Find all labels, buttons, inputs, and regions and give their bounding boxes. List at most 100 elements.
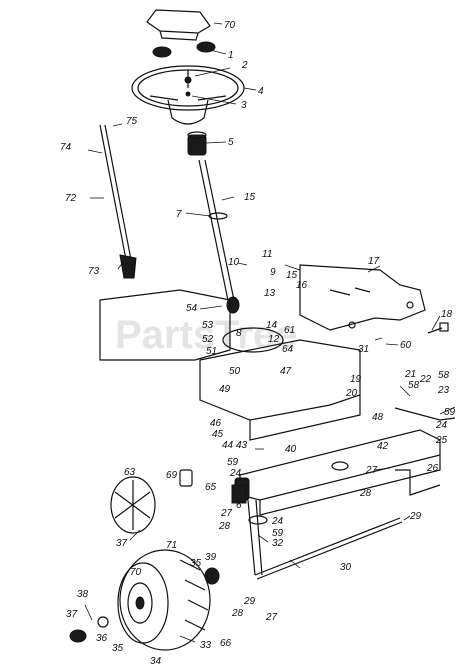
callout-46: 46 <box>210 418 222 429</box>
callout-63: 63 <box>124 467 136 478</box>
spindle-right <box>394 407 456 496</box>
callout-48: 48 <box>372 412 384 423</box>
callout-4: 4 <box>258 86 264 97</box>
callout-9: 9 <box>270 267 276 278</box>
callout-10: 10 <box>228 257 240 268</box>
callout-8: 8 <box>236 328 242 339</box>
callout-59-b: 59 <box>227 457 239 468</box>
callout-28-b: 28 <box>218 521 231 532</box>
callout-24-b: 24 <box>229 468 242 479</box>
callout-38: 38 <box>77 589 89 600</box>
part-69-bushing <box>179 469 193 487</box>
callout-60: 60 <box>400 340 412 351</box>
front-tire <box>117 549 211 651</box>
callout-17: 17 <box>368 256 380 267</box>
cap-37 <box>69 629 87 643</box>
callout-12: 12 <box>268 334 280 345</box>
callout-35-a: 35 <box>190 558 202 569</box>
callout-50: 50 <box>229 366 241 377</box>
callout-71: 71 <box>166 540 177 551</box>
callout-21: 21 <box>404 369 416 380</box>
callout-18: 18 <box>441 309 453 320</box>
callout-20: 20 <box>345 388 358 399</box>
callout-24-c: 24 <box>271 516 284 527</box>
callout-16: 16 <box>296 280 308 291</box>
callout-33: 33 <box>200 640 212 651</box>
steering-shaft <box>198 159 240 314</box>
bearing-35 <box>204 567 220 585</box>
callout-54: 54 <box>186 303 198 314</box>
callout-15-upper: 15 <box>244 192 256 203</box>
callout-14: 14 <box>266 320 278 331</box>
callout-42: 42 <box>377 441 389 452</box>
hubcap <box>110 476 156 534</box>
callout-25: 25 <box>435 435 448 446</box>
callout-66: 66 <box>220 638 232 649</box>
callout-34: 34 <box>150 656 162 667</box>
callout-5: 5 <box>228 137 234 148</box>
callout-69: 69 <box>166 470 178 481</box>
callout-23: 23 <box>437 385 450 396</box>
steering-wheel <box>131 65 245 125</box>
callout-70-b: 70 <box>130 567 142 578</box>
callout-labels: 70 1 2 4 3 5 74 75 72 73 15 7 10 11 9 15… <box>60 20 456 667</box>
callout-27-c: 27 <box>265 612 278 623</box>
callout-59-c: 59 <box>272 528 284 539</box>
frame-plate <box>299 264 426 331</box>
callout-29-b: 29 <box>243 596 256 607</box>
callout-7: 7 <box>176 209 182 220</box>
callout-26: 26 <box>426 463 439 474</box>
callout-61: 61 <box>284 325 295 336</box>
callout-51: 51 <box>206 346 217 357</box>
callout-64: 64 <box>282 344 294 355</box>
callout-47: 47 <box>280 366 292 377</box>
callout-28-a: 28 <box>359 488 372 499</box>
callout-31: 31 <box>358 344 369 355</box>
callout-73: 73 <box>88 266 100 277</box>
callout-39: 39 <box>205 552 217 563</box>
callout-2: 2 <box>241 60 248 71</box>
callout-70: 70 <box>224 20 236 31</box>
callout-13: 13 <box>264 288 276 299</box>
callout-36: 36 <box>96 633 108 644</box>
callout-27-b: 27 <box>220 508 233 519</box>
callout-30: 30 <box>340 562 352 573</box>
callout-37-a: 37 <box>116 538 128 549</box>
callout-65: 65 <box>205 482 217 493</box>
callout-24-a: 24 <box>435 420 448 431</box>
extension-shaft <box>99 124 137 279</box>
steering-wheel-cap <box>146 9 211 41</box>
washer-36 <box>97 616 109 628</box>
chassis-floor <box>99 289 361 441</box>
callout-43: 43 <box>236 440 248 451</box>
callout-44: 44 <box>222 440 234 451</box>
callout-37-b: 37 <box>66 609 78 620</box>
callout-1: 1 <box>228 50 234 61</box>
callout-49: 49 <box>219 384 231 395</box>
callout-58-a: 58 <box>408 380 420 391</box>
callout-59-a: 59 <box>444 407 456 418</box>
tie-rod <box>254 517 403 580</box>
callout-19: 19 <box>350 374 362 385</box>
callout-6: 6 <box>236 500 242 511</box>
callout-27-a: 27 <box>365 465 378 476</box>
bracket-65 <box>231 484 247 504</box>
callout-72: 72 <box>65 193 77 204</box>
callout-74: 74 <box>60 142 72 153</box>
steering-inserts <box>152 41 216 58</box>
callout-28-c: 28 <box>231 608 244 619</box>
callout-3: 3 <box>241 100 247 111</box>
callout-15-lower: 15 <box>286 270 298 281</box>
steering-bushing <box>187 131 207 156</box>
callout-40: 40 <box>285 444 297 455</box>
callout-32: 32 <box>272 538 284 549</box>
callout-22: 22 <box>419 374 432 385</box>
callout-58-b: 58 <box>438 370 450 381</box>
callout-52: 52 <box>202 334 214 345</box>
callout-75: 75 <box>126 116 138 127</box>
callout-29-a: 29 <box>409 511 422 522</box>
bolt-18 <box>427 322 449 334</box>
callout-35-b: 35 <box>112 643 124 654</box>
callout-53: 53 <box>202 320 214 331</box>
